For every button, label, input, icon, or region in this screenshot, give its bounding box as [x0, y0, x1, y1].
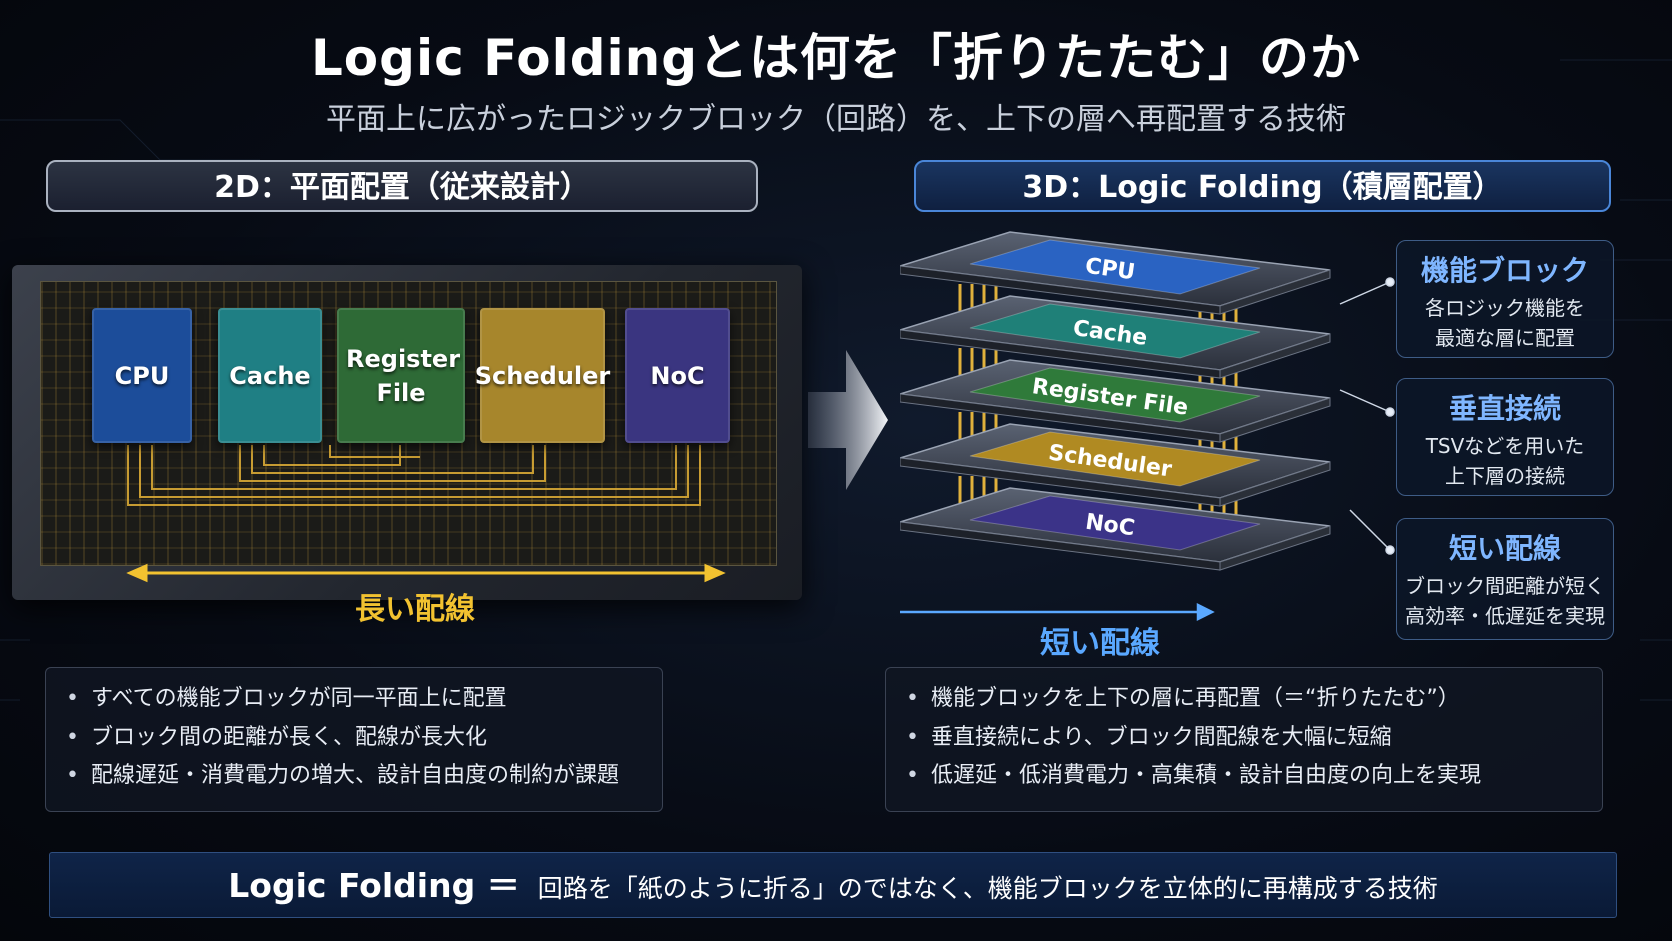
callout-heading: 垂直接続 — [1448, 392, 1561, 425]
callout-body: 各ロジック機能を 最適な層に配置 — [1397, 293, 1613, 353]
page-title: Logic Foldingとは何を「折りたたむ」のか — [310, 29, 1362, 87]
callout-line: 高効率・低遅延を実現 — [1405, 604, 1605, 628]
callout-pointers — [1339, 277, 1395, 555]
callout-short-wire: 短い配線 ブロック間距離が短く 高効率・低遅延を実現 — [1396, 518, 1614, 640]
callout-line: 最適な層に配置 — [1435, 326, 1575, 350]
stack-layer-block — [969, 495, 1261, 551]
bullet-item: ブロック間の距離が長く、配線が長大化 — [66, 719, 662, 758]
block-2d-cpu: CPU — [92, 308, 192, 443]
stack-layer-block — [969, 239, 1261, 295]
footer-key: Logic Folding ＝ — [228, 866, 520, 905]
stack-plate-edge — [1219, 269, 1331, 315]
callout-heading: 短い配線 — [1448, 532, 1561, 565]
footer-banner: Logic Folding ＝ 回路を「紙のように折る」のではなく、機能ブロックを… — [49, 852, 1617, 918]
stack-plate-edge — [1219, 397, 1331, 443]
block-2d-register-file: Register File — [337, 308, 465, 443]
callout-function-block: 機能ブロック 各ロジック機能を 最適な層に配置 — [1396, 240, 1614, 358]
stack-plate-edge — [1219, 525, 1331, 571]
callout-line: ブロック間距離が短く — [1405, 574, 1605, 598]
bullet-item: 配線遅延・消費電力の増大、設計自由度の制約が課題 — [66, 757, 662, 796]
stack-layer-block — [969, 431, 1261, 487]
callout-body: TSVなどを用いた 上下層の接続 — [1397, 431, 1613, 491]
bullet-item: すべての機能ブロックが同一平面上に配置 — [66, 680, 662, 719]
callout-line: 上下層の接続 — [1445, 464, 1565, 488]
bullet-item: 低遅延・低消費電力・高集積・設計自由度の向上を実現 — [906, 757, 1602, 796]
right-bullet-list: 機能ブロックを上下の層に再配置（＝“折りたたむ”） 垂直接続により、ブロック間配… — [885, 667, 1603, 812]
stack-plate-edge — [1219, 333, 1331, 379]
left-panel-header: 2D：平面配置（従来設計） — [46, 160, 758, 212]
footer-text: 回路を「紙のように折る」のではなく、機能ブロックを立体的に再構成する技術 — [537, 874, 1438, 903]
page-subtitle: 平面上に広がったロジックブロック（回路）を、上下の層へ再配置する技術 — [326, 102, 1346, 137]
short-wire-label: 短い配線 — [1040, 626, 1160, 661]
callout-heading: 機能ブロック — [1420, 254, 1589, 287]
long-wire-label: 長い配線 — [355, 592, 475, 627]
right-panel-header: 3D：Logic Folding（積層配置） — [914, 160, 1611, 212]
long-wire-arrow — [126, 563, 726, 583]
stack-plate-edge — [1219, 461, 1331, 507]
callout-line: TSVなどを用いた — [1425, 434, 1585, 458]
stack-layer-block — [969, 303, 1261, 359]
block-2d-scheduler: Scheduler — [475, 308, 610, 443]
block-2d-register-file-label: Register File — [346, 344, 461, 407]
callout-line: 各ロジック機能を — [1425, 296, 1585, 320]
transform-arrow-icon — [808, 350, 888, 490]
callout-vertical-connection: 垂直接続 TSVなどを用いた 上下層の接続 — [1396, 378, 1614, 496]
bullet-item: 機能ブロックを上下の層に再配置（＝“折りたたむ”） — [906, 680, 1602, 719]
short-wire-arrow — [900, 602, 1215, 622]
block-2d-cache: Cache — [218, 308, 322, 443]
callout-body: ブロック間距離が短く 高効率・低遅延を実現 — [1397, 571, 1613, 631]
stack-layer-block — [969, 367, 1261, 423]
left-bullet-list: すべての機能ブロックが同一平面上に配置 ブロック間の距離が長く、配線が長大化 配… — [45, 667, 663, 812]
block-2d-noc: NoC — [625, 308, 730, 443]
bullet-item: 垂直接続により、ブロック間配線を大幅に短縮 — [906, 719, 1602, 758]
